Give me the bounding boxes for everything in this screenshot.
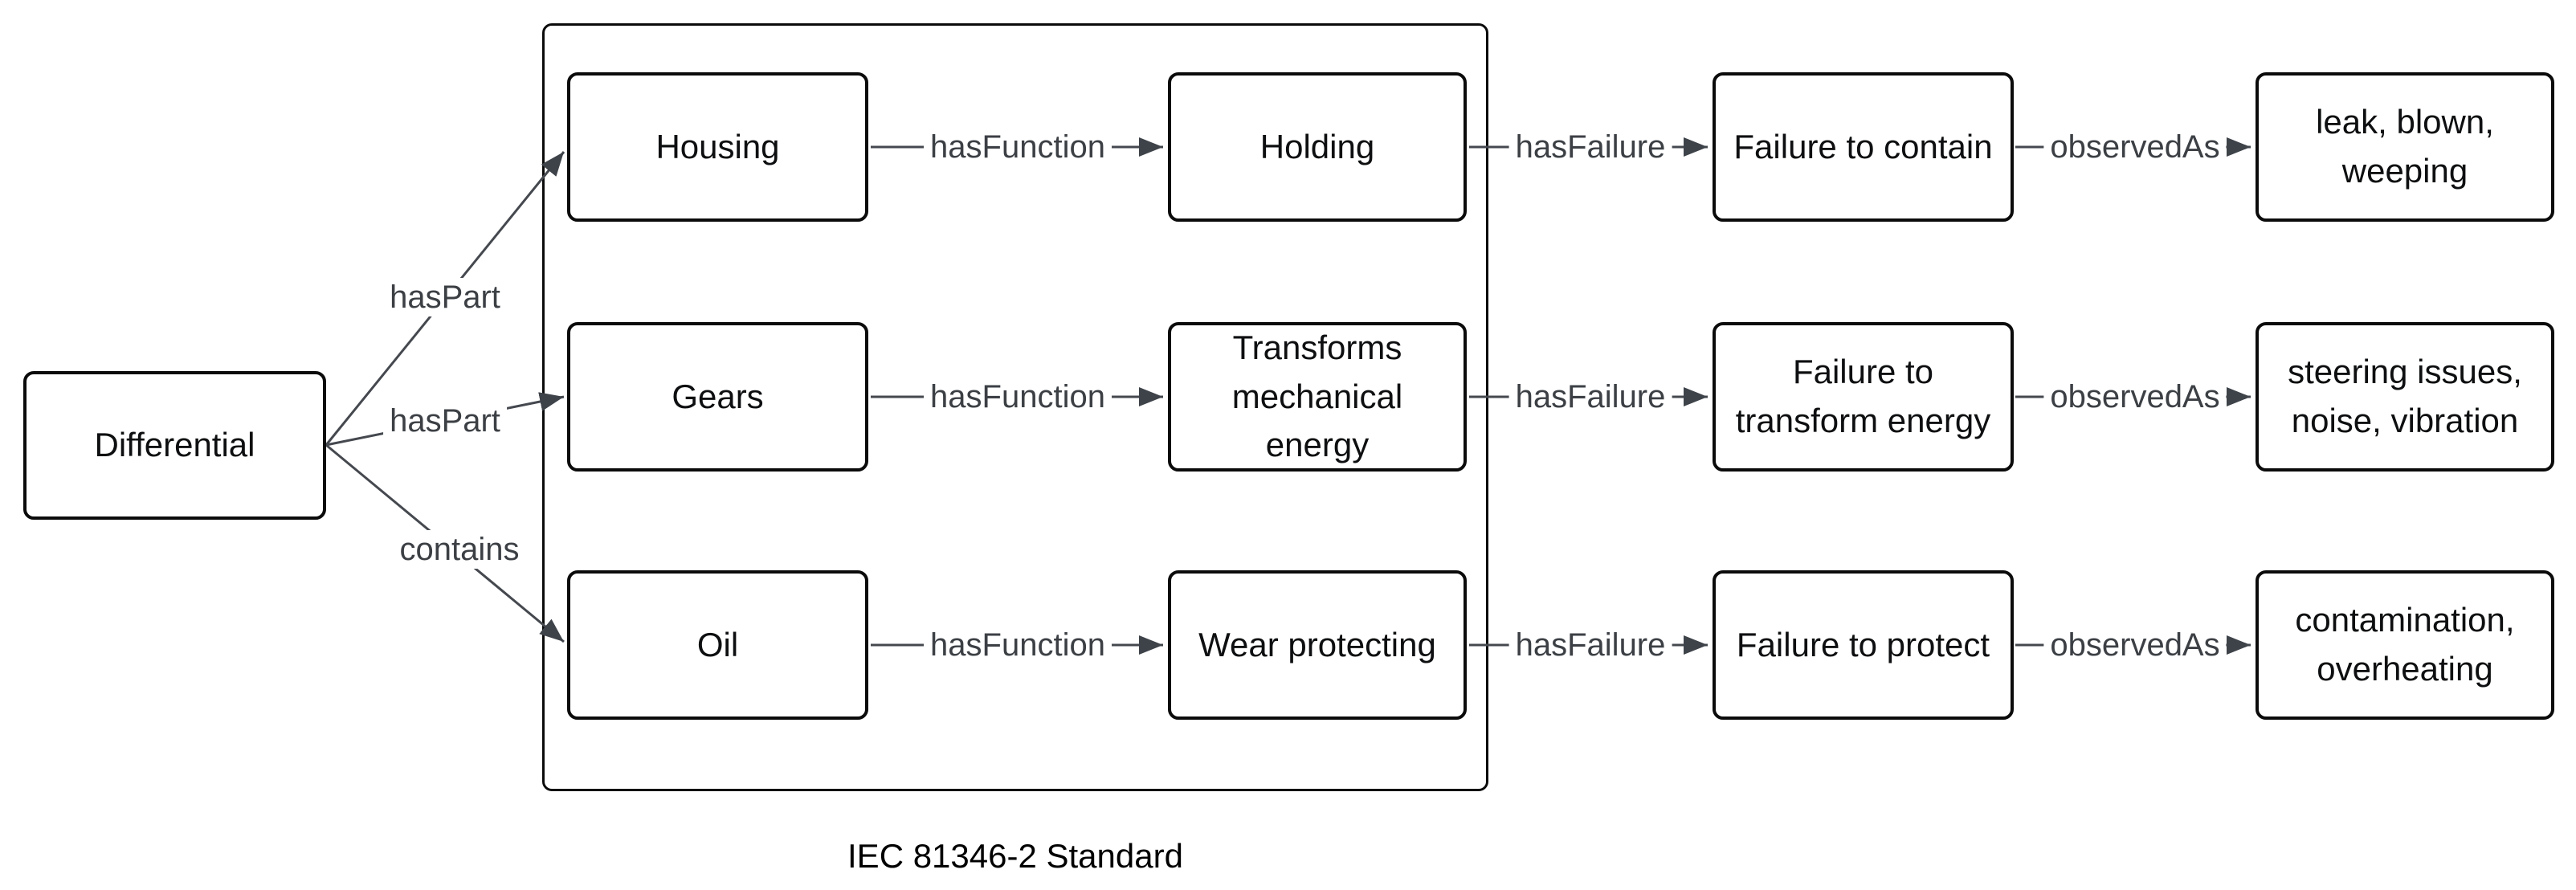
node-failure-to-protect-label: Failure to protect	[1736, 625, 1990, 663]
edge-label-hasfailure-row3: hasFailure	[1508, 626, 1672, 664]
edge-label-hasfunction-row1: hasFunction	[924, 128, 1112, 166]
node-observation-leak-label: leak, blown, weeping	[2316, 103, 2494, 190]
edge-label-haspart-housing: hasPart	[383, 278, 507, 316]
node-failure-to-contain: Failure to contain	[1713, 72, 2014, 222]
node-wear-protecting: Wear protecting	[1168, 570, 1467, 720]
node-wear-protecting-label: Wear protecting	[1198, 625, 1436, 663]
node-housing-label: Housing	[655, 127, 780, 165]
node-transforms-mechanical-energy: Transforms mechanical energy	[1168, 322, 1467, 472]
group-box-caption: IEC 81346-2 Standard	[847, 837, 1183, 875]
edge-label-observedas-row3: observedAs	[2043, 626, 2227, 664]
node-oil: Oil	[567, 570, 868, 720]
edge-label-contains-oil: contains	[393, 530, 526, 569]
node-oil-label: Oil	[696, 625, 739, 663]
node-gears-label: Gears	[672, 377, 764, 415]
node-transforms-label: Transforms mechanical energy	[1231, 328, 1403, 464]
edge-label-hasfailure-row2: hasFailure	[1508, 378, 1672, 416]
edge-label-haspart-gears: hasPart	[383, 402, 507, 440]
edge-label-observedas-row1: observedAs	[2043, 128, 2227, 166]
node-observation-steering: steering issues, noise, vibration	[2256, 322, 2554, 472]
node-failure-to-transform: Failure to transform energy	[1713, 322, 2014, 472]
node-failure-to-protect: Failure to protect	[1713, 570, 2014, 720]
edge-label-hasfunction-row2: hasFunction	[924, 378, 1112, 416]
edge-label-hasfunction-row3: hasFunction	[924, 626, 1112, 664]
node-failure-to-transform-label: Failure to transform energy	[1735, 353, 1991, 439]
node-observation-contamination-label: contamination, overheating	[2295, 601, 2515, 688]
node-observation-leak: leak, blown, weeping	[2256, 72, 2554, 222]
node-differential-label: Differential	[94, 426, 255, 464]
node-holding-label: Holding	[1259, 127, 1375, 165]
node-differential: Differential	[23, 371, 326, 520]
node-holding: Holding	[1168, 72, 1467, 222]
node-observation-steering-label: steering issues, noise, vibration	[2288, 353, 2522, 439]
node-gears: Gears	[567, 322, 868, 472]
node-failure-to-contain-label: Failure to contain	[1733, 127, 1993, 165]
node-housing: Housing	[567, 72, 868, 222]
edge-label-hasfailure-row1: hasFailure	[1508, 128, 1672, 166]
edge-label-observedas-row2: observedAs	[2043, 378, 2227, 416]
node-observation-contamination: contamination, overheating	[2256, 570, 2554, 720]
